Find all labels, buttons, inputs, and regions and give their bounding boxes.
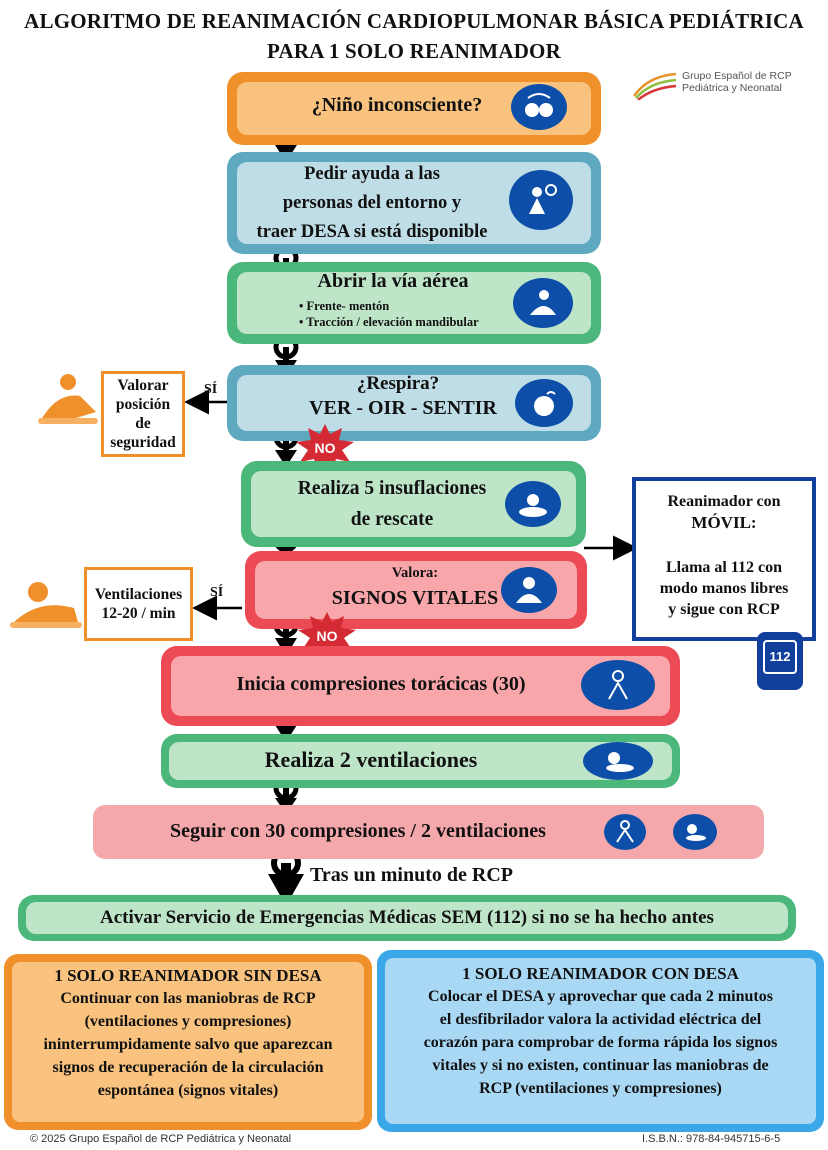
airway-bullets: • Frente- mentón • Tracción / elevación … xyxy=(299,298,479,330)
aed-line-5: RCP (ventilaciones y compresiones) xyxy=(479,1080,722,1097)
step-continue-cycle: Seguir con 30 compresiones / 2 ventilaci… xyxy=(93,805,764,859)
position-line-3: de xyxy=(135,415,151,432)
chest-compressions-icon xyxy=(581,660,655,710)
step-unconscious-text: ¿Niño inconsciente? xyxy=(311,94,483,116)
no-burst-shape-2 xyxy=(298,612,356,660)
step-vital-signs: Valora: SIGNOS VITALES xyxy=(245,551,587,629)
airway-maneuver-icon xyxy=(513,278,573,328)
unconscious-child-icon xyxy=(511,84,567,130)
title-line-2: PARA 1 SOLO REANIMADOR xyxy=(267,39,561,63)
rescue-breath-icon xyxy=(505,481,561,527)
logo-text-line-1: Grupo Español de RCP xyxy=(682,70,792,82)
movil-line-3: Llama al 112 con xyxy=(665,559,782,576)
no-badge-1: NO xyxy=(296,424,354,472)
no-badge-2: NO xyxy=(298,612,356,660)
yes-label-2: SÍ xyxy=(210,585,224,600)
footer-isbn: I.S.B.N.: 978-84-945715-6-5 xyxy=(642,1133,781,1145)
rescue-line-1: Realiza 5 insuflaciones xyxy=(297,478,487,499)
aed-line-2: el desfibrilador valora la actividad elé… xyxy=(439,1011,762,1028)
help-line-3: traer DESA si está disponible xyxy=(256,222,488,242)
no-aed-line-1: Continuar con las maniobras de RCP xyxy=(60,990,316,1007)
footer-copyright: © 2025 Grupo Español de RCP Pediátrica y… xyxy=(30,1133,292,1145)
after-minute-label: Tras un minuto de RCP xyxy=(310,864,513,886)
vital-signs-icon xyxy=(501,567,557,613)
no-burst-shape xyxy=(296,424,354,472)
aed-panel: 1 SOLO REANIMADOR CON DESA Colocar el DE… xyxy=(377,950,824,1132)
yes-label-1: SÍ xyxy=(204,382,218,397)
organization-logo: Grupo Español de RCP Pediátrica y Neonat… xyxy=(632,66,822,106)
movil-line-1: Reanimador con xyxy=(667,493,781,510)
mobile-rescuer-box: Reanimador con MÓVIL: Llama al 112 con m… xyxy=(632,477,816,641)
ventilation-rate-line-1: Ventilaciones xyxy=(94,586,183,603)
aed-line-3: corazón para comprobar de forma rápida l… xyxy=(423,1034,778,1051)
phone-number-text: 112 xyxy=(769,649,791,664)
airway-bullet-1: • Frente- mentón xyxy=(299,299,390,313)
step-open-airway: Abrir la vía aérea • Frente- mentón • Tr… xyxy=(227,262,601,344)
step-rescue-breaths: Realiza 5 insuflaciones de rescate xyxy=(241,461,586,547)
continue-cycle-text: Seguir con 30 compresiones / 2 ventilaci… xyxy=(170,820,546,842)
infant-ventilation-illustration xyxy=(8,578,84,630)
recovery-position-illustration xyxy=(36,372,100,426)
ventilation-rate-line-2: 12-20 / min xyxy=(101,605,176,622)
vitals-title: SIGNOS VITALES xyxy=(331,587,499,609)
no-aed-line-2: (ventilaciones y compresiones) xyxy=(84,1013,292,1030)
page-title: ALGORITMO DE REANIMACIÓN CARDIOPULMONAR … xyxy=(0,6,828,66)
step-two-ventilations: Realiza 2 ventilaciones xyxy=(161,734,680,788)
activate-ems-text: Activar Servicio de Emergencias Médicas … xyxy=(100,907,714,928)
step-check-breathing: ¿Respira? VER - OIR - SENTIR xyxy=(227,365,601,441)
step-activate-ems: Activar Servicio de Emergencias Médicas … xyxy=(18,895,796,941)
help-line-2: personas del entorno y xyxy=(282,193,462,213)
recovery-position-box: Valorar posición de seguridad xyxy=(101,371,185,457)
call-help-icon xyxy=(509,170,573,230)
no-aed-line-4: signos de recuperación de la circulación xyxy=(52,1059,324,1076)
no-aed-title: 1 SOLO REANIMADOR SIN DESA xyxy=(54,966,322,985)
airway-bullet-2-text: Tracción / elevación mandibular xyxy=(306,315,479,329)
no-aed-panel: 1 SOLO REANIMADOR SIN DESA Continuar con… xyxy=(4,954,372,1130)
logo-swoosh-icon xyxy=(632,72,677,100)
airway-title: Abrir la vía aérea xyxy=(317,270,469,292)
breathes-check: VER - OIR - SENTIR xyxy=(309,397,497,419)
help-line-1: Pedir ayuda a las xyxy=(304,164,440,184)
aed-line-4: vitales y si no existen, continuar las m… xyxy=(432,1057,769,1074)
rescue-line-2: de rescate xyxy=(350,509,434,530)
compressions-small-icon xyxy=(604,814,646,850)
step-chest-compressions: Inicia compresiones torácicas (30) xyxy=(161,646,680,726)
compressions-text: Inicia compresiones torácicas (30) xyxy=(236,673,526,695)
movil-line-2: MÓVIL: xyxy=(691,513,757,532)
airway-bullet-2: • Tracción / elevación mandibular xyxy=(299,315,479,329)
movil-line-5: y sigue con RCP xyxy=(668,601,780,618)
title-line-1: ALGORITMO DE REANIMACIÓN CARDIOPULMONAR … xyxy=(24,9,804,33)
mobile-phone-icon: 112 xyxy=(757,632,803,690)
position-line-4: seguridad xyxy=(110,434,176,451)
position-line-1: Valorar xyxy=(117,377,169,394)
vitals-label: Valora: xyxy=(391,565,439,581)
ventilation-icon xyxy=(583,742,653,780)
step-unconscious: ¿Niño inconsciente? xyxy=(227,72,601,145)
ventilation-rate-box: Ventilaciones 12-20 / min xyxy=(84,567,193,641)
no-aed-line-5: espontánea (signos vitales) xyxy=(97,1082,279,1099)
no-badge-2-text: NO xyxy=(316,628,338,644)
no-badge-1-text: NO xyxy=(314,440,336,456)
rescue-text: Realiza 5 insuflaciones de rescate xyxy=(267,473,517,535)
position-line-2: posición xyxy=(115,396,171,413)
breathes-question: ¿Respira? xyxy=(356,373,440,394)
ventilations-text: Realiza 2 ventilaciones xyxy=(264,747,478,772)
breathing-check-icon xyxy=(515,379,573,427)
aed-line-1: Colocar el DESA y aprovechar que cada 2 … xyxy=(428,988,773,1005)
no-aed-line-3: ininterrumpidamente salvo que aparezcan xyxy=(43,1036,333,1053)
airway-bullet-1-text: Frente- mentón xyxy=(306,299,390,313)
logo-text-line-2: Pediátrica y Neonatal xyxy=(682,82,782,94)
ventilation-small-icon xyxy=(673,814,717,850)
step-call-help: Pedir ayuda a las personas del entorno y… xyxy=(227,152,601,254)
aed-title: 1 SOLO REANIMADOR CON DESA xyxy=(462,964,739,983)
step-call-help-text: Pedir ayuda a las personas del entorno y… xyxy=(241,160,503,247)
movil-line-4: modo manos libres xyxy=(659,580,789,597)
